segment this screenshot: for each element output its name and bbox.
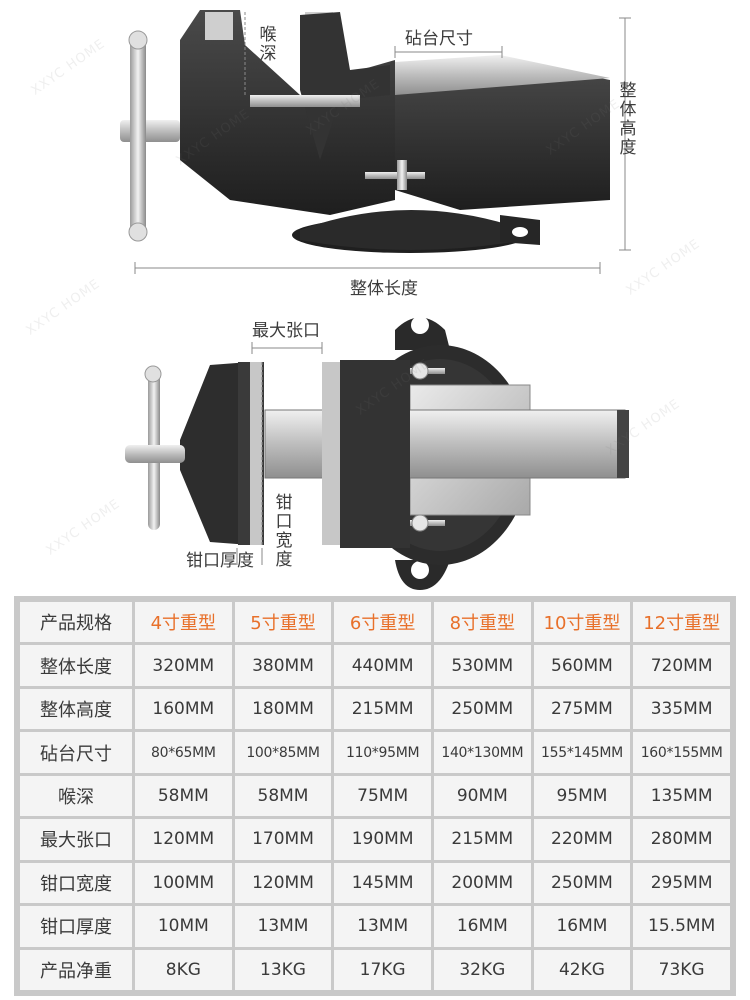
value-cell: 720MM (633, 645, 730, 686)
model-cell: 4寸重型 (135, 602, 232, 643)
value-cell: 530MM (433, 645, 531, 686)
value-cell: 13MM (334, 906, 431, 947)
model-cell: 6寸重型 (334, 602, 431, 643)
table-header-row: 产品规格 4寸重型 5寸重型 6寸重型 8寸重型 10寸重型 12寸重型 (20, 602, 730, 643)
value-cell: 120MM (234, 862, 332, 904)
value-cell: 42KG (533, 949, 631, 990)
value-cell: 90MM (433, 775, 531, 817)
row-label-cell: 砧台尺寸 (20, 732, 132, 773)
throat-depth-label: 喉深 (259, 25, 277, 64)
row-label-cell: 最大张口 (20, 819, 132, 860)
model-cell: 5寸重型 (234, 602, 332, 643)
value-cell: 220MM (533, 819, 631, 860)
value-cell: 17KG (334, 949, 431, 990)
value-cell: 10MM (135, 906, 232, 947)
value-cell: 440MM (334, 645, 431, 686)
value-cell: 160*155MM (633, 732, 730, 773)
row-label-cell: 产品净重 (20, 949, 132, 990)
value-cell: 58MM (234, 775, 332, 817)
value-cell: 170MM (234, 819, 332, 860)
value-cell: 110*95MM (334, 732, 431, 773)
value-cell: 13KG (234, 949, 332, 990)
side-dimension-lines (134, 12, 631, 274)
value-cell: 380MM (234, 645, 332, 686)
anvil-size-label: 砧台尺寸 (405, 29, 473, 49)
value-cell: 280MM (633, 819, 730, 860)
value-cell: 180MM (234, 688, 332, 730)
value-cell: 100*85MM (234, 732, 332, 773)
value-cell: 73KG (633, 949, 730, 990)
value-cell: 190MM (334, 819, 431, 860)
value-cell: 145MM (334, 862, 431, 904)
value-cell: 13MM (234, 906, 332, 947)
value-cell: 135MM (633, 775, 730, 817)
header-label-cell: 产品规格 (20, 602, 132, 643)
value-cell: 75MM (334, 775, 431, 817)
value-cell: 200MM (433, 862, 531, 904)
row-label-cell: 钳口宽度 (20, 862, 132, 904)
value-cell: 335MM (633, 688, 730, 730)
model-cell: 12寸重型 (633, 602, 730, 643)
value-cell: 275MM (533, 688, 631, 730)
spec-table: 产品规格 4寸重型 5寸重型 6寸重型 8寸重型 10寸重型 12寸重型 整体长… (14, 596, 736, 996)
jaw-width-label: 钳口宽度 (275, 493, 293, 570)
jaw-thickness-label: 钳口厚度 (186, 551, 254, 571)
value-cell: 250MM (433, 688, 531, 730)
vise-diagram (120, 10, 631, 590)
value-cell: 95MM (533, 775, 631, 817)
value-cell: 215MM (334, 688, 431, 730)
value-cell: 140*130MM (433, 732, 531, 773)
value-cell: 16MM (533, 906, 631, 947)
value-cell: 8KG (135, 949, 232, 990)
value-cell: 15.5MM (633, 906, 730, 947)
row-label-cell: 喉深 (20, 775, 132, 817)
value-cell: 295MM (633, 862, 730, 904)
overall-length-label: 整体长度 (350, 279, 418, 299)
value-cell: 100MM (135, 862, 232, 904)
model-cell: 10寸重型 (533, 602, 631, 643)
model-cell: 8寸重型 (433, 602, 531, 643)
value-cell: 80*65MM (135, 732, 232, 773)
value-cell: 560MM (533, 645, 631, 686)
value-cell: 250MM (533, 862, 631, 904)
side-view-vise (120, 10, 610, 253)
value-cell: 32KG (433, 949, 531, 990)
value-cell: 155*145MM (533, 732, 631, 773)
value-cell: 16MM (433, 906, 531, 947)
row-label-cell: 钳口厚度 (20, 906, 132, 947)
value-cell: 58MM (135, 775, 232, 817)
value-cell: 120MM (135, 819, 232, 860)
overall-height-label: 整体高度 (619, 81, 637, 158)
value-cell: 215MM (433, 819, 531, 860)
value-cell: 160MM (135, 688, 232, 730)
top-dimension-lines (236, 342, 323, 565)
top-view-vise (125, 316, 629, 590)
row-label-cell: 整体长度 (20, 645, 132, 686)
value-cell: 320MM (135, 645, 232, 686)
max-opening-label: 最大张口 (252, 321, 320, 341)
row-label-cell: 整体高度 (20, 688, 132, 730)
